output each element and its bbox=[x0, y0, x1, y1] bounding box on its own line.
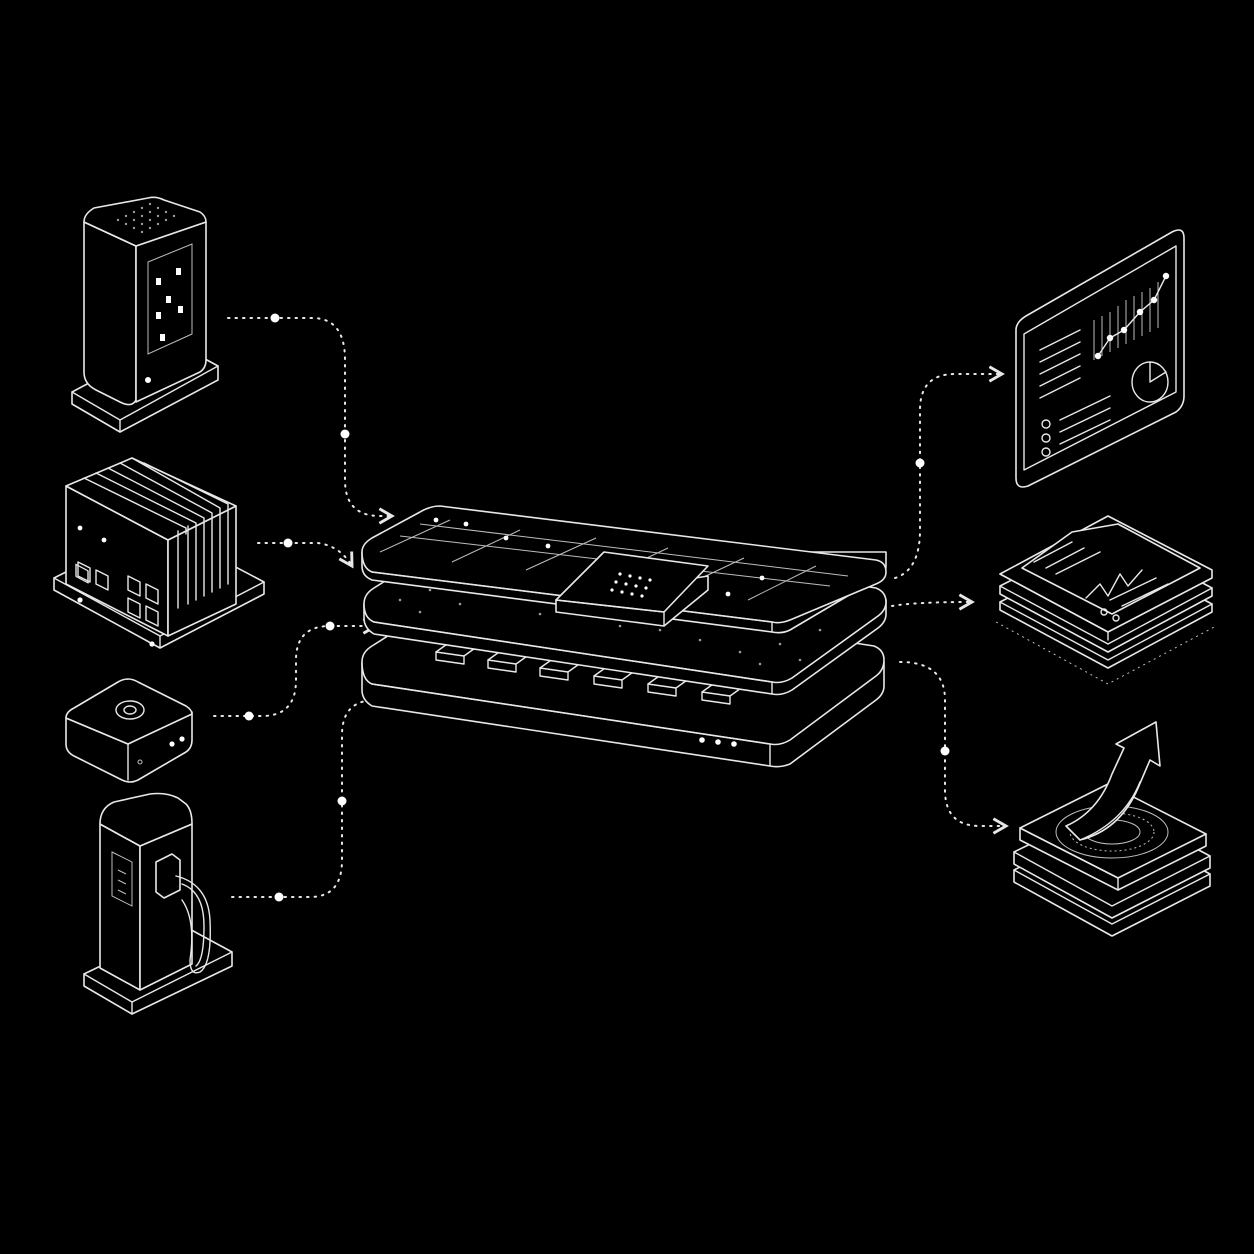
connector-node bbox=[337, 796, 347, 806]
stacked-platform-icon bbox=[361, 505, 887, 768]
connector-hub-to-reports bbox=[891, 593, 975, 611]
connector-node bbox=[270, 313, 280, 323]
report-documents-icon bbox=[995, 515, 1217, 685]
grille-dots bbox=[116, 202, 176, 234]
connector-node bbox=[325, 621, 335, 631]
connector-node bbox=[244, 711, 254, 721]
analytics-dashboard-icon bbox=[1015, 229, 1185, 488]
connector-heatsink-to-hub bbox=[257, 542, 354, 569]
connector-node bbox=[915, 458, 925, 468]
connector-edge-to-hub bbox=[213, 617, 379, 717]
growth-arrow-icon bbox=[1013, 721, 1211, 937]
connector-node bbox=[940, 746, 950, 756]
processor-chip-icon bbox=[555, 551, 709, 627]
connector-charger-to-hub bbox=[231, 691, 397, 898]
hub-layer-top bbox=[361, 505, 887, 634]
edge-hub-device-icon bbox=[65, 678, 193, 783]
heatsink-fins bbox=[83, 457, 229, 609]
connector-node bbox=[340, 429, 350, 439]
ev-charger-icon bbox=[83, 792, 233, 1015]
connectors bbox=[213, 313, 1009, 902]
connector-hub-to-growth bbox=[899, 661, 1009, 835]
server-tower-icon bbox=[71, 196, 219, 433]
connector-server-to-hub bbox=[227, 317, 395, 525]
connector-node bbox=[274, 892, 284, 902]
connector-node bbox=[283, 538, 293, 548]
heatsink-module-icon bbox=[53, 457, 265, 649]
connector-hub-to-dashboard bbox=[894, 365, 1005, 579]
